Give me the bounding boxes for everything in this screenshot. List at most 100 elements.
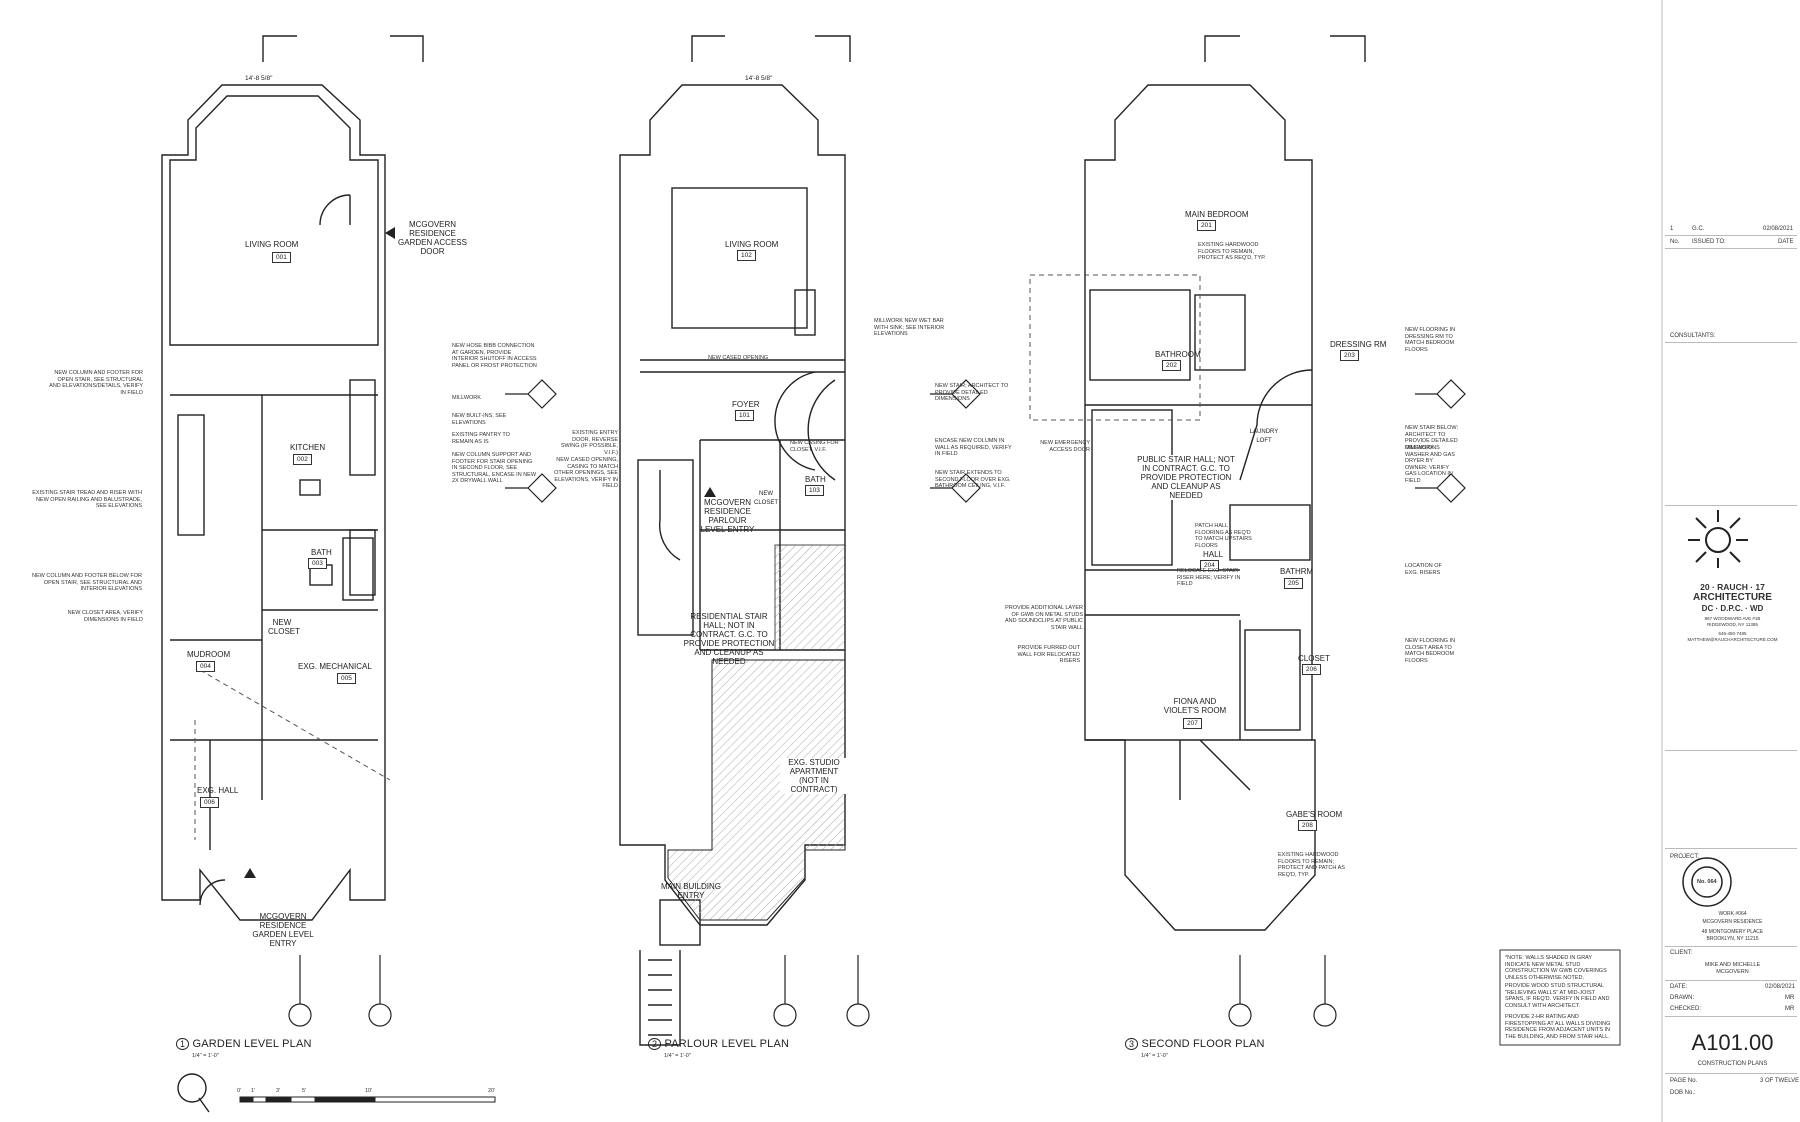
- plan-scale: 1/4" = 1'-0": [664, 1053, 691, 1059]
- checked-value: MR: [1785, 1006, 1795, 1012]
- firm-name: 20 · RAUCH · 17: [1700, 582, 1765, 592]
- project-label: PROJECT:: [1670, 854, 1700, 860]
- stair-hall-label: RESIDENTIAL STAIR HALL; NOT IN CONTRACT.…: [683, 612, 775, 666]
- scale-tick: 5': [302, 1088, 307, 1094]
- plan-note: NEW CASING FOR CLOSET, V.I.F.: [790, 440, 839, 453]
- room-label: MAIN BEDROOM: [1185, 210, 1249, 219]
- plan-number: 2: [648, 1038, 662, 1050]
- firm-address: 867 WOODWARD AVE #1B RIDGEWOOD, NY 11385: [1704, 616, 1761, 627]
- room-number: 205: [1284, 578, 1303, 589]
- room-label: GABE'S ROOM: [1286, 810, 1343, 819]
- room-number: 206: [1302, 664, 1321, 675]
- scale-tick: 0': [237, 1088, 242, 1094]
- room-label: FOYER: [732, 400, 760, 409]
- date-value: 02/08/2021: [1765, 984, 1796, 990]
- plan-title-text: PARLOUR LEVEL PLAN: [664, 1038, 790, 1050]
- plan-note: NEW CASED OPENING, CASING TO MATCH OTHER…: [554, 457, 618, 489]
- firm-name: ARCHITECTURE: [1693, 592, 1772, 603]
- plan-note: PROVIDE FURRED OUT WALL FOR RELOCATED RI…: [1017, 645, 1080, 664]
- project-work: WORK #064: [1718, 911, 1747, 917]
- room-label: LIVING ROOM: [725, 240, 779, 249]
- plan-note: NEW HOSE BIBB CONNECTION AT GARDEN, PROV…: [452, 343, 537, 369]
- cased-opening-label: NEW CASED OPENING: [708, 355, 769, 361]
- room-number: 202: [1162, 360, 1181, 371]
- room-number: 103: [805, 485, 824, 496]
- plan-note: ENCASE NEW COLUMN IN WALL AS REQUIRED, V…: [935, 438, 1012, 457]
- checked-label: CHECKED:: [1670, 1006, 1702, 1012]
- plan-note: MILLWORK WASHER AND GAS DRYER BY OWNER; …: [1405, 445, 1455, 484]
- plan-scale: 1/4" = 1'-0": [192, 1053, 219, 1059]
- room-label: MUDROOM: [187, 650, 231, 659]
- project-address: 48 MONTGOMERY PLACE BROOKLYN, NY 11215: [1701, 929, 1764, 942]
- plan-note: PROVIDE ADDITIONAL LAYER OF GWB ON METAL…: [1004, 605, 1083, 631]
- firm-contact: 646-450-7485 MATTHEW@RAUCHARCHITECTURE.C…: [1687, 631, 1778, 642]
- issue-header-date: DATE: [1778, 239, 1794, 245]
- north-arrow: [177, 1073, 210, 1113]
- closet-label: NEW CLOSET: [268, 618, 301, 636]
- page-value: 3 OF TWELVE: [1760, 1078, 1800, 1084]
- door-label: MCGOVERN RESIDENCE GARDEN ACCESS DOOR: [398, 220, 467, 256]
- plan-note: NEW FLOORING IN DRESSING RM TO MATCH BED…: [1405, 327, 1456, 353]
- plan-note: NEW EMERGENCY ACCESS DOOR: [1040, 440, 1090, 453]
- plan-number: 1: [176, 1038, 190, 1050]
- plan-title-text: GARDEN LEVEL PLAN: [192, 1038, 312, 1050]
- room-label: BATH: [805, 475, 826, 484]
- garden-plan-walls: [161, 35, 424, 921]
- plan-note: NEW COLUMN AND FOOTER FOR OPEN STAIR, SE…: [49, 370, 143, 396]
- room-number: 203: [1340, 350, 1359, 361]
- issue-date: 02/08/2021: [1763, 226, 1794, 232]
- room-label: EXG. HALL: [197, 786, 239, 795]
- studio-label: EXG. STUDIO APARTMENT (NOT IN CONTRACT): [780, 758, 848, 794]
- general-note: PROVIDE 2-HR RATING AND FIRESTOPPING AT …: [1505, 1014, 1611, 1040]
- plan-note: NEW STAIR BELOW; ARCHITECT TO PROVIDE DE…: [1405, 425, 1458, 451]
- drawn-label: DRAWN:: [1670, 995, 1695, 1001]
- main-entry-label: MAIN BUILDING ENTRY: [660, 882, 721, 900]
- section-marker: [288, 379, 1466, 1027]
- consultants-label: CONSULTANTS:: [1670, 333, 1716, 339]
- plan-note: NEW FLOORING IN CLOSET AREA TO MATCH BED…: [1405, 638, 1456, 664]
- room-label: LIVING ROOM: [245, 240, 299, 249]
- plan-note: EXISTING STAIR TREAD AND RISER WITH NEW …: [32, 490, 142, 509]
- project-name: MCGOVERN RESIDENCE: [1702, 919, 1763, 925]
- room-number: 004: [196, 661, 215, 672]
- scale-tick: 20': [488, 1088, 496, 1094]
- room-number: 201: [1197, 220, 1216, 231]
- plan-title-text: SECOND FLOOR PLAN: [1141, 1038, 1265, 1050]
- laundry-label: LAUNDRY LOFT: [1249, 429, 1279, 444]
- room-label: BATHROOM: [1155, 350, 1201, 359]
- plan-note: NEW COLUMN AND FOOTER BELOW FOR OPEN STA…: [32, 573, 143, 592]
- room-number: 207: [1183, 718, 1202, 729]
- room-number: 001: [272, 252, 291, 263]
- scale-tick: 1': [251, 1088, 256, 1094]
- general-note: *NOTE: WALLS SHADED IN GRAY INDICATE NEW…: [1505, 955, 1607, 981]
- date-label: DATE:: [1670, 984, 1688, 990]
- plan-note: EXISTING ENTRY DOOR, REVERSE SWING (IF P…: [560, 430, 618, 456]
- room-label: CLOSET: [1298, 654, 1331, 663]
- client-label: CLIENT:: [1670, 950, 1693, 956]
- general-note: PROVIDE WOOD STUD STRUCTURAL "RELIEVING …: [1505, 983, 1610, 1009]
- room-label: HALL: [1203, 550, 1224, 559]
- page-label: PAGE No.: [1670, 1078, 1698, 1084]
- plan-note: EXISTING PANTRY TO REMAIN AS IS: [452, 432, 510, 445]
- closet-label: NEW CLOSET: [753, 491, 778, 506]
- room-number: 208: [1298, 820, 1317, 831]
- plan-title: 1 GARDEN LEVEL PLAN: [176, 1038, 312, 1050]
- issue-number: 1: [1670, 226, 1674, 232]
- room-label: DRESSING RM: [1330, 340, 1387, 349]
- plan-note: NEW CLOSET AREA, VERIFY DIMENSIONS IN FI…: [67, 610, 143, 623]
- sheet-title: CONSTRUCTION PLANS: [1697, 1061, 1768, 1067]
- sheet-number: A101.00: [1691, 1030, 1774, 1055]
- plan-note: EXISTING HARDWOOD FLOORS TO REMAIN; PROT…: [1278, 852, 1345, 878]
- plan-note: NEW COLUMN SUPPORT AND FOOTER FOR STAIR …: [452, 452, 537, 484]
- dimension-label: 14'-8 5/8": [245, 75, 273, 82]
- room-number: 003: [308, 558, 327, 569]
- client-name: MIKE AND MICHELLE MCGOVERN: [1704, 962, 1761, 975]
- issue-header-to: ISSUED TO:: [1692, 239, 1726, 245]
- room-label: EXG. MECHANICAL: [298, 662, 372, 671]
- room-number: 101: [735, 410, 754, 421]
- room-number: 005: [337, 673, 356, 684]
- plan-number: 3: [1125, 1038, 1139, 1050]
- scale-tick: 10': [365, 1088, 373, 1094]
- room-label: FIONA AND VIOLET'S ROOM: [1163, 697, 1227, 715]
- scale-bar: [239, 1096, 496, 1103]
